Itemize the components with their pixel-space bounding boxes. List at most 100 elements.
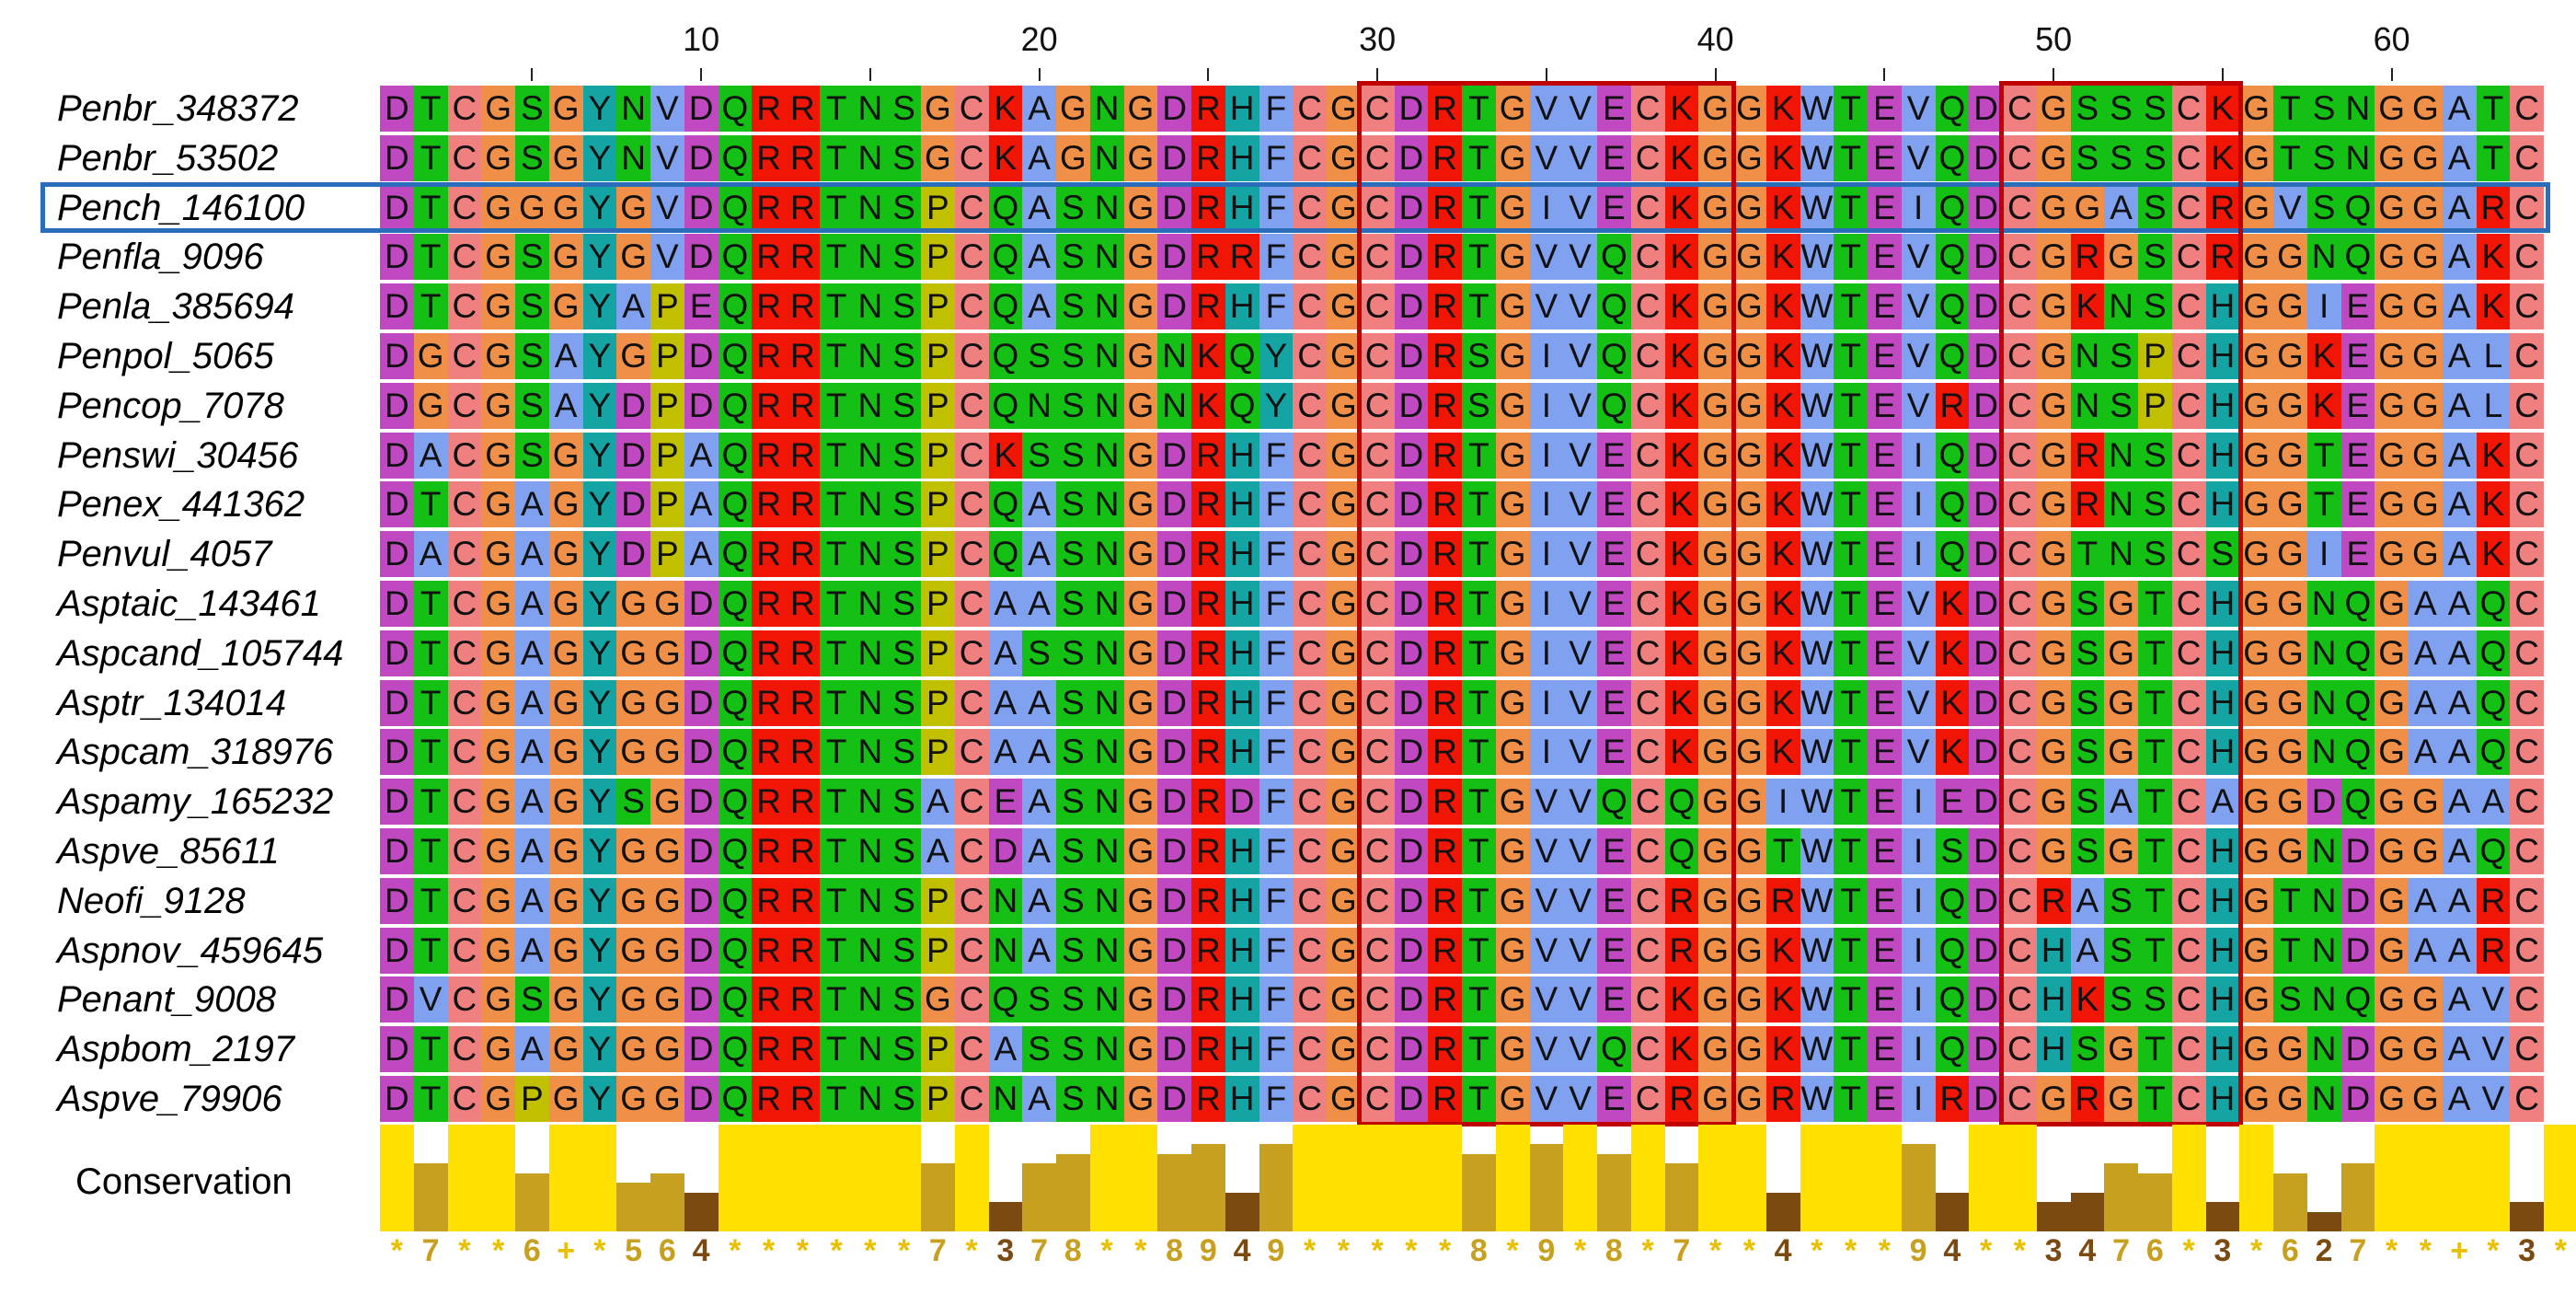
conservation-symbol: * (796, 1233, 809, 1268)
conservation-symbol: * (1100, 1233, 1113, 1268)
residue-cell: C (1293, 581, 1327, 627)
residue-cell: A (1022, 828, 1056, 874)
residue-cell: V (1529, 134, 1564, 181)
residue-cell: G (2239, 779, 2273, 826)
residue-cell: G (650, 877, 684, 924)
conservation-bar (684, 1192, 719, 1231)
residue-cell: S (1056, 531, 1090, 578)
residue-cell: V (1901, 86, 1936, 132)
residue-cell: C (1293, 1026, 1327, 1073)
residue-cell: C (1360, 234, 1395, 281)
conservation-symbol: * (1337, 1233, 1350, 1268)
residue-cell: F (1259, 432, 1294, 479)
residue-cell: W (1800, 877, 1834, 924)
residue-cell: Q (988, 382, 1023, 429)
residue-cell: D (1969, 432, 2003, 479)
conservation-bar (1225, 1192, 1259, 1231)
residue-cell: K (2306, 333, 2341, 379)
residue-cell: R (1191, 432, 1225, 479)
residue-cell: D (684, 877, 719, 924)
residue-cell: G (2036, 86, 2071, 132)
residue-cell: C (1293, 779, 1327, 826)
residue-cell: Y (582, 630, 617, 676)
residue-cell: H (2205, 382, 2240, 429)
residue-cell: A (684, 432, 719, 479)
residue-cell: V (1529, 1076, 1564, 1122)
ruler-tick (2390, 68, 2393, 81)
residue-cell: N (1089, 828, 1124, 874)
residue-cell: G (1495, 679, 1530, 726)
residue-cell: D (380, 234, 414, 281)
residue-cell: Y (582, 729, 617, 776)
residue-cell: F (1259, 1026, 1294, 1073)
residue-cell: E (1868, 828, 1902, 874)
residue-cell: G (1123, 877, 1158, 924)
conservation-symbol: * (830, 1233, 843, 1268)
residue-cell: C (2003, 976, 2037, 1023)
residue-cell: G (616, 828, 650, 874)
residue-cell: C (1630, 679, 1665, 726)
residue-cell: Q (988, 184, 1023, 231)
residue-cell: E (2340, 333, 2375, 379)
residue-cell: T (1834, 877, 1868, 924)
residue-cell: C (1360, 86, 1395, 132)
residue-cell: C (2171, 234, 2206, 281)
residue-cell: Q (1935, 531, 1970, 578)
residue-cell: S (515, 382, 549, 429)
residue-cell: Q (988, 531, 1023, 578)
residue-cell: D (1394, 828, 1429, 874)
residue-cell: G (2409, 134, 2443, 181)
residue-cell: E (1597, 481, 1631, 528)
residue-cell: S (887, 184, 921, 231)
residue-cell: G (2273, 779, 2307, 826)
residue-cell: S (2070, 134, 2105, 181)
residue-cell: P (921, 382, 955, 429)
residue-cell: V (1901, 382, 1936, 429)
residue-cell: C (2510, 432, 2544, 479)
residue-cell: R (752, 1026, 786, 1073)
residue-cell: R (786, 531, 820, 578)
residue-cell: D (380, 679, 414, 726)
residue-cell: R (752, 1076, 786, 1122)
residue-cell: G (2409, 86, 2443, 132)
conservation-symbol: * (2554, 1233, 2567, 1268)
residue-cell: G (548, 927, 583, 974)
residue-cell: G (2273, 581, 2307, 627)
residue-cell: R (786, 432, 820, 479)
conservation-symbol: * (763, 1233, 776, 1268)
residue-cell: E (2340, 531, 2375, 578)
residue-cell: C (2003, 729, 2037, 776)
residue-cell: W (1800, 581, 1834, 627)
residue-cell: Q (718, 481, 753, 528)
residue-cell: F (1259, 877, 1294, 924)
residue-cell: C (1293, 630, 1327, 676)
residue-cell: G (1123, 779, 1158, 826)
residue-cell: C (447, 333, 482, 379)
conservation-bar (1056, 1153, 1090, 1231)
residue-cell: R (1428, 581, 1462, 627)
residue-cell: Q (718, 333, 753, 379)
residue-cell: C (2510, 729, 2544, 776)
residue-cell: R (1428, 333, 1462, 379)
residue-cell: R (786, 1076, 820, 1122)
residue-cell: G (1732, 976, 1766, 1023)
residue-cell: R (786, 333, 820, 379)
residue-cell: T (1462, 828, 1496, 874)
residue-cell: D (1394, 86, 1429, 132)
residue-cell: P (650, 432, 684, 479)
residue-cell: Y (582, 828, 617, 874)
residue-cell: C (2510, 581, 2544, 627)
residue-cell: T (1462, 86, 1496, 132)
residue-cell: E (1597, 828, 1631, 874)
residue-cell: E (2340, 481, 2375, 528)
residue-cell: A (2409, 630, 2443, 676)
residue-cell: D (2340, 1076, 2375, 1122)
residue-cell: I (2306, 531, 2341, 578)
residue-cell: C (2171, 630, 2206, 676)
residue-cell: G (1732, 828, 1766, 874)
residue-cell: S (1056, 1076, 1090, 1122)
residue-cell: D (684, 184, 719, 231)
residue-cell: R (752, 184, 786, 231)
residue-cell: C (1630, 283, 1665, 330)
